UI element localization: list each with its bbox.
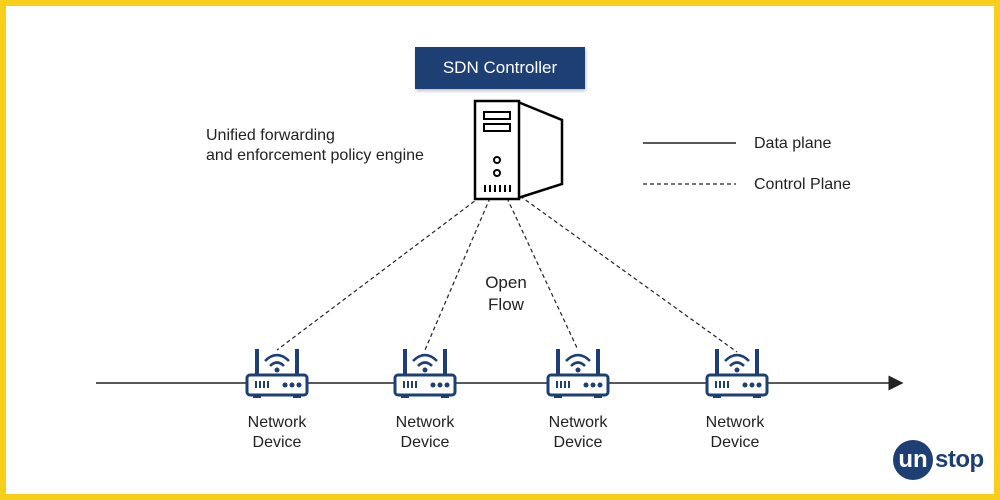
logo-text: stop — [935, 446, 984, 473]
device-label-3-line1: Network — [548, 414, 608, 431]
device-label-1-line1: Network — [247, 414, 307, 431]
device-label-4-line1: Network — [705, 414, 765, 431]
device-label-3-line2: Device — [553, 434, 603, 451]
unstop-logo: un stop — [893, 440, 984, 480]
openflow-label: Open Flow — [466, 272, 546, 316]
control-plane-links — [276, 195, 738, 353]
legend-data-plane-label: Data plane — [754, 135, 832, 152]
engine-label-line1: Unified forwarding — [206, 127, 335, 144]
device-label-1-line2: Device — [252, 434, 302, 451]
engine-label: Unified forwarding and enforcement polic… — [206, 126, 424, 166]
logo-circle: un — [893, 440, 933, 480]
device-label-3: Network Device — [518, 413, 638, 453]
device-label-2: Network Device — [365, 413, 485, 453]
sdn-controller-title: SDN Controller — [442, 58, 558, 77]
device-label-2-line1: Network — [395, 414, 455, 431]
device-label-1: Network Device — [217, 413, 337, 453]
server-icon — [473, 99, 564, 201]
device-label-4: Network Device — [675, 413, 795, 453]
control-link-1 — [276, 196, 481, 351]
engine-label-line2: and enforcement policy engine — [206, 147, 424, 164]
legend-control-plane-label: Control Plane — [754, 176, 851, 193]
sdn-controller-box: SDN Controller — [415, 47, 585, 89]
openflow-label-line2: Flow — [488, 295, 524, 314]
router-icon-3 — [546, 347, 610, 400]
device-label-4-line2: Device — [710, 434, 760, 451]
router-icon-1 — [245, 347, 309, 400]
router-icon-4 — [705, 347, 769, 400]
openflow-label-line1: Open — [485, 273, 527, 292]
router-icon-2 — [393, 347, 457, 400]
control-link-4 — [519, 195, 738, 353]
device-label-2-line2: Device — [400, 434, 450, 451]
